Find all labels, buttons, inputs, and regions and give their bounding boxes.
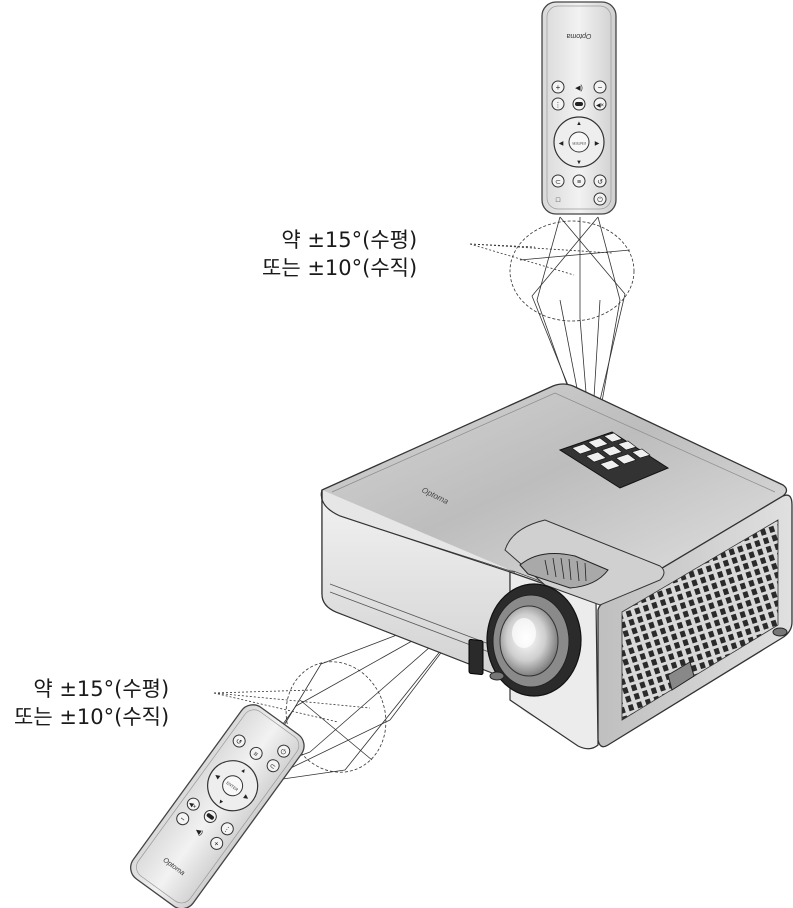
remote-top-brand: Optoma <box>566 32 591 39</box>
arrow-right-icon[interactable]: ▶ <box>242 794 250 802</box>
power-icon[interactable] <box>275 743 292 760</box>
arrow-up-icon[interactable]: ▲ <box>239 767 247 775</box>
back-icon[interactable] <box>551 174 565 188</box>
svg-text:≡: ≡ <box>577 179 581 186</box>
arrow-up-icon[interactable]: ▲ <box>576 121 582 127</box>
svg-text:⏻: ⏻ <box>279 747 289 757</box>
remote-top-buttons-row4: □ ⏻ <box>556 192 607 206</box>
angle-label-top-line1: 약 ±15°(수평) <box>281 228 418 252</box>
svg-text:⊂: ⊂ <box>555 179 561 186</box>
arrow-right-icon[interactable]: ▶ <box>595 141 600 147</box>
foot-left <box>489 671 505 681</box>
volume-icon: ◀) <box>194 827 204 837</box>
svg-text:↺: ↺ <box>234 738 243 747</box>
minus-icon[interactable] <box>593 80 607 94</box>
angle-label-bottom-line2: 또는 ±10°(수직) <box>14 705 170 729</box>
remote-top: Optoma + ◀) − ⋮ ◀× ENTER ▲ ▼ ◀ ▶ ⊂ <box>541 1 617 215</box>
svg-text:◀×: ◀× <box>596 103 605 109</box>
list-icon[interactable] <box>248 745 265 762</box>
reception-circle-top <box>509 220 635 322</box>
angle-label-bottom: 약 ±15°(수평) 또는 ±10°(수직) <box>14 675 169 731</box>
vent-grille <box>621 519 779 721</box>
projector: Optoma <box>320 383 793 750</box>
remote-bottom-buttons-mid: ◀× ⋮ − ◀) + <box>174 796 236 852</box>
back-icon[interactable] <box>265 757 282 774</box>
arrow-down-icon[interactable]: ▼ <box>216 799 224 807</box>
led-icon: □ <box>556 197 561 204</box>
leader-lines-bottom <box>213 689 371 723</box>
svg-text:⏻: ⏻ <box>597 196 603 204</box>
remote-top-enter: ENTER <box>572 141 586 146</box>
power-icon[interactable] <box>593 192 607 206</box>
svg-text:⋮: ⋮ <box>555 102 562 109</box>
source-icon[interactable] <box>551 97 565 111</box>
svg-text:+: + <box>556 83 561 92</box>
remote-top-buttons-row2: ⋮ ◀× <box>551 97 607 111</box>
return-icon[interactable] <box>593 174 607 188</box>
arrow-left-icon[interactable]: ◀ <box>213 773 221 781</box>
remote-bottom: ⏻ ↺ ≡ ⊂ ENTER ▲ ▼ ◀ ▶ ◀× ⋮ − ◀) <box>130 704 305 908</box>
angle-label-bottom-line1: 약 ±15°(수평) <box>33 677 170 701</box>
mute-icon[interactable] <box>593 97 607 111</box>
svg-text:≡: ≡ <box>252 751 259 759</box>
svg-text:↺: ↺ <box>597 179 603 186</box>
plus-icon[interactable] <box>208 835 225 852</box>
angle-label-top: 약 ±15°(수평) 또는 ±10°(수직) <box>262 226 417 282</box>
arrow-left-icon[interactable]: ◀ <box>559 141 564 147</box>
reception-circle-bottom <box>285 661 387 773</box>
return-icon[interactable] <box>231 733 248 750</box>
leader-lines-top <box>469 243 613 276</box>
remote-bottom-buttons-top: ⏻ ↺ ≡ ⊂ <box>231 733 292 774</box>
minus-icon[interactable] <box>174 810 191 827</box>
remote-top-dpad[interactable]: ENTER ▲ ▼ ◀ ▶ <box>553 116 605 168</box>
arrow-down-icon[interactable]: ▼ <box>576 160 582 166</box>
source-icon[interactable] <box>219 820 236 837</box>
angle-label-top-line2: 또는 ±10°(수직) <box>262 256 418 280</box>
plus-icon[interactable] <box>551 80 565 94</box>
svg-text:−: − <box>598 83 603 92</box>
foot-right <box>772 627 788 637</box>
svg-text:⋮: ⋮ <box>222 825 232 835</box>
volume-icon: ◀) <box>575 85 583 92</box>
svg-text:+: + <box>212 839 221 849</box>
svg-text:⊂: ⊂ <box>268 762 277 771</box>
list-icon[interactable] <box>572 174 586 188</box>
svg-text:−: − <box>178 814 187 824</box>
svg-text:◀×: ◀× <box>187 801 197 811</box>
remote-top-buttons-row3: ⊂ ≡ ↺ <box>551 174 607 188</box>
remote-top-buttons-row1: + ◀) − <box>551 80 607 94</box>
remote-bottom-dpad[interactable]: ENTER ▲ ▼ ◀ ▶ <box>198 751 268 821</box>
mute-icon[interactable] <box>185 796 202 813</box>
ir-receiver-front <box>468 638 484 676</box>
